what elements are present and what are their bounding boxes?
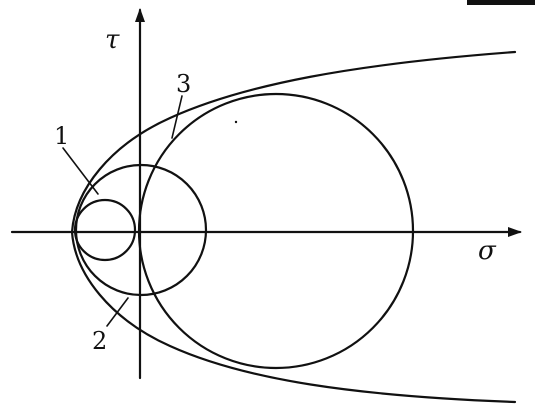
leader-line-2 <box>106 297 129 327</box>
horizontal-axis-label: σ <box>478 236 497 266</box>
leader-line-1 <box>62 147 99 195</box>
top-right-border-mark <box>467 0 535 5</box>
circle-1 <box>73 198 137 262</box>
vertical-axis-label: τ <box>105 25 120 55</box>
circle-2 <box>74 163 208 297</box>
strength-envelope <box>70 50 517 404</box>
circle-label-2: 2 <box>92 327 107 355</box>
circle-label-1: 1 <box>54 122 69 150</box>
circle-label-3: 3 <box>176 70 191 98</box>
leader-line-3 <box>171 95 183 139</box>
circle-3 <box>137 92 415 370</box>
small-dot-mark <box>234 120 238 124</box>
